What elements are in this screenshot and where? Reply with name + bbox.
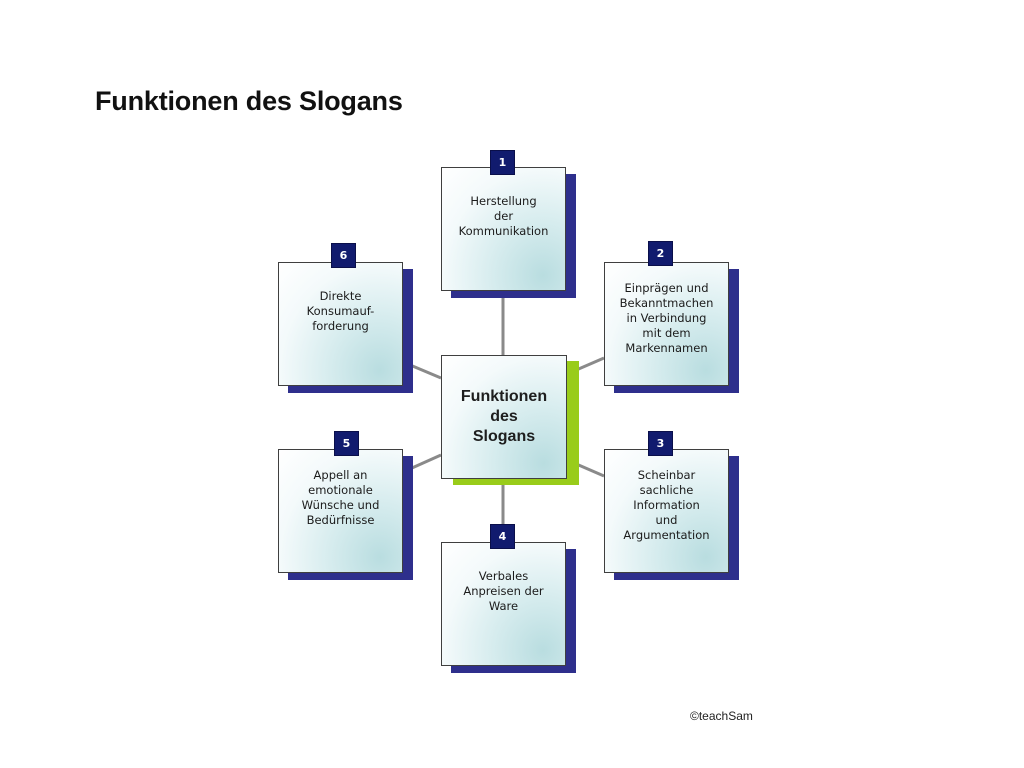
connector-2 (566, 356, 605, 376)
node-text-4: Verbales Anpreisen der Ware (463, 569, 544, 613)
center-card: Funktionen des Slogans (441, 355, 567, 479)
copyright-label: ©teachSam (690, 709, 753, 723)
connector-5 (402, 453, 442, 474)
node-badge-6: 6 (331, 243, 356, 268)
node-text-1: Herstellung der Kommunikation (458, 194, 549, 238)
node-badge-4: 4 (490, 524, 515, 549)
connector-3 (566, 458, 605, 478)
node-badge-2: 2 (648, 241, 673, 266)
node-badge-1: 1 (490, 150, 515, 175)
node-card-2: Einprägen und Bekanntmachen in Verbindun… (604, 262, 729, 386)
node-card-1: Herstellung der Kommunikation (441, 167, 566, 291)
node-badge-3: 3 (648, 431, 673, 456)
node-card-5: Appell an emotionale Wünsche und Bedürfn… (278, 449, 403, 573)
node-card-3: Scheinbar sachliche Information und Argu… (604, 449, 729, 573)
node-badge-5: 5 (334, 431, 359, 456)
slide-title: Funktionen des Slogans (95, 86, 403, 116)
node-text-3: Scheinbar sachliche Information und Argu… (623, 468, 710, 542)
node-text-5: Appell an emotionale Wünsche und Bedürfn… (301, 468, 380, 527)
connector-6 (402, 360, 442, 380)
node-card-6: Direkte Konsumauf- forderung (278, 262, 403, 386)
node-card-4: Verbales Anpreisen der Ware (441, 542, 566, 666)
node-text-6: Direkte Konsumauf- forderung (306, 289, 375, 333)
center-text: Funktionen des Slogans (460, 388, 548, 445)
node-text-2: Einprägen und Bekanntmachen in Verbindun… (619, 281, 714, 355)
